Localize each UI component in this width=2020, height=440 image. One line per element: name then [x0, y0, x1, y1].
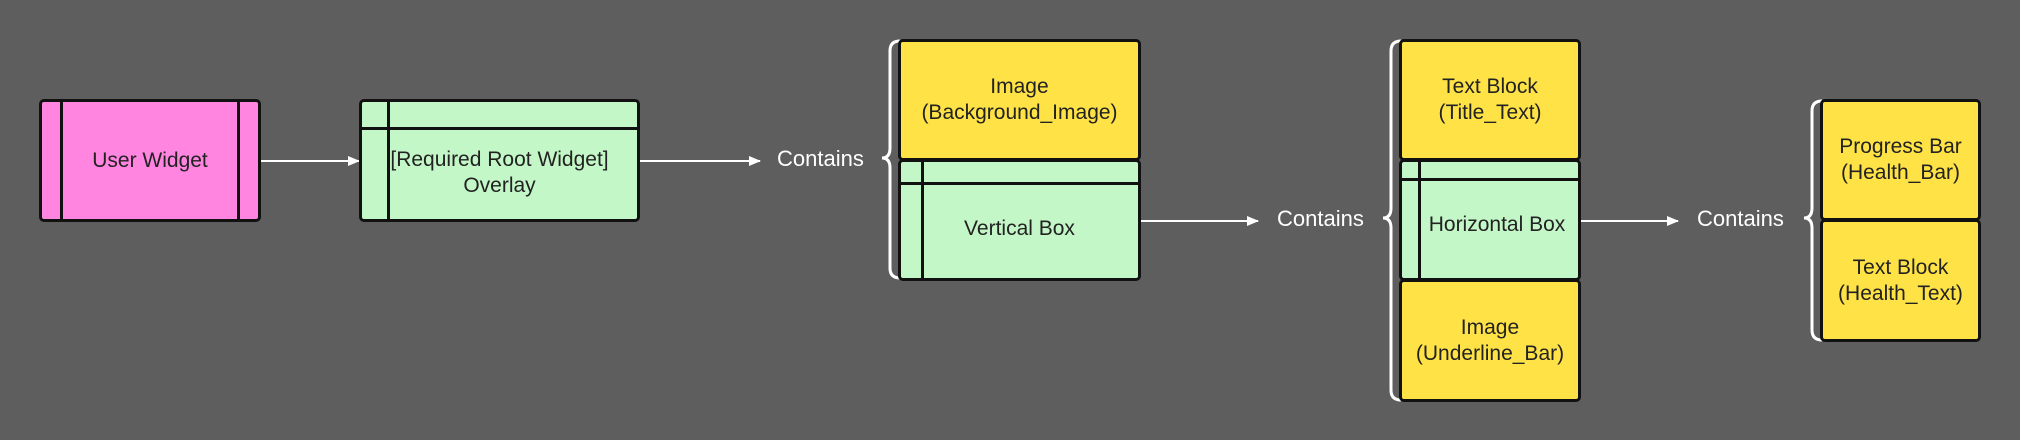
node-label: [Required Root Widget] Overlay — [390, 147, 609, 197]
background-image-node[interactable]: Image (Background_Image) — [898, 39, 1141, 161]
brace-3 — [1803, 99, 1823, 342]
overlay-node[interactable]: [Required Root Widget] Overlay — [359, 99, 640, 222]
column-divider — [1418, 162, 1421, 278]
contains-label-1: Contains — [777, 146, 864, 171]
left-divider — [60, 102, 63, 219]
column-divider — [387, 102, 390, 219]
node-label: Progress Bar (Health_Bar) — [1839, 135, 1962, 184]
contains-label-2: Contains — [1277, 206, 1364, 231]
right-divider — [237, 102, 240, 219]
brace-2 — [1382, 39, 1402, 402]
brace-1 — [881, 39, 901, 280]
user-widget-node[interactable]: User Widget — [39, 99, 261, 222]
node-label: Horizontal Box — [1428, 213, 1566, 236]
horizontal-box-node[interactable]: Horizontal Box — [1399, 159, 1581, 281]
vertical-box-node[interactable]: Vertical Box — [898, 159, 1141, 281]
health-text-node[interactable]: Text Block (Health_Text) — [1820, 219, 1981, 342]
underline-bar-node[interactable]: Image (Underline_Bar) — [1399, 279, 1581, 402]
health-bar-node[interactable]: Progress Bar (Health_Bar) — [1820, 99, 1981, 221]
column-divider — [921, 162, 924, 278]
contains-label-3: Contains — [1697, 206, 1784, 231]
title-text-node[interactable]: Text Block (Title_Text) — [1399, 39, 1581, 161]
node-label: Text Block (Health_Text) — [1838, 255, 1963, 305]
node-label: Vertical Box — [964, 217, 1075, 240]
node-label: User Widget — [92, 148, 208, 172]
node-label: Image (Background_Image) — [921, 75, 1118, 124]
node-label: Image (Underline_Bar) — [1415, 315, 1565, 365]
node-label: Text Block (Title_Text) — [1438, 75, 1542, 124]
row-divider — [901, 182, 1138, 185]
row-divider — [362, 127, 637, 130]
row-divider — [1402, 178, 1578, 181]
